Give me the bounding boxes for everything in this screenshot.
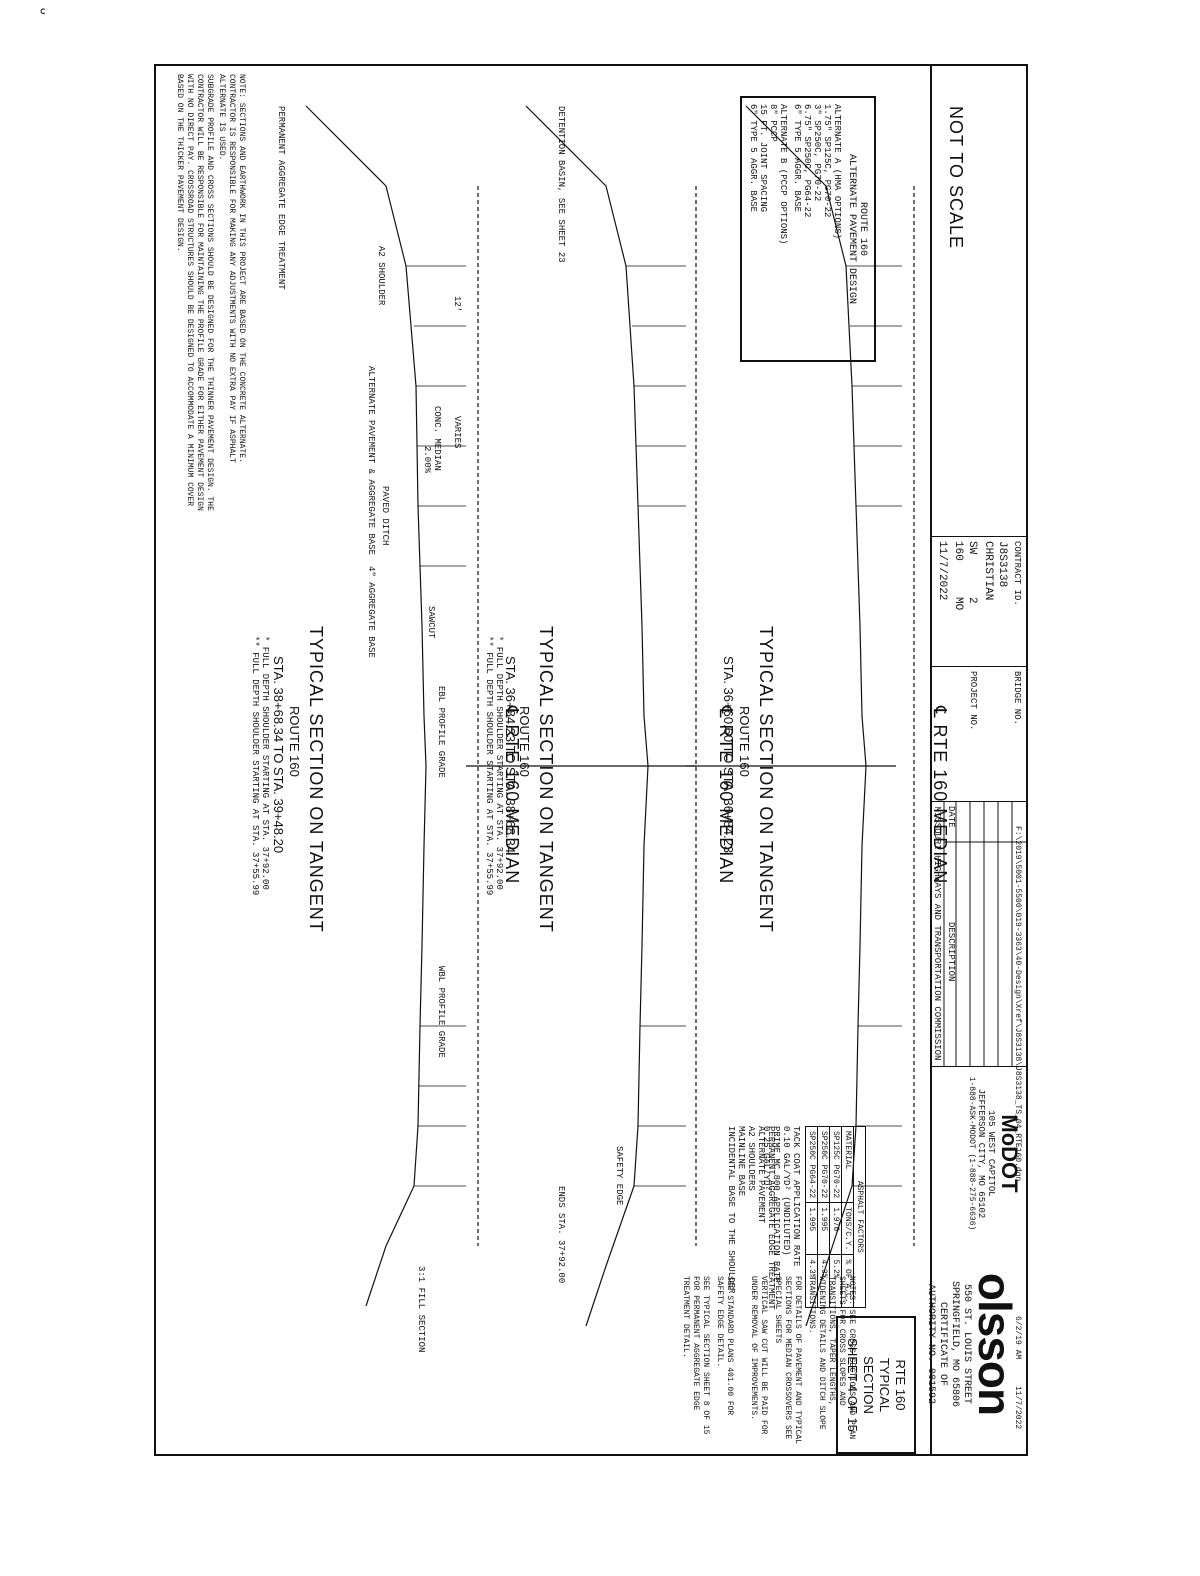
- s1-sta: STA. 38+68.34 TO STA. 39+48.20: [271, 656, 286, 854]
- right-note-4: SEE STANDARD PLANS 401.00 FOR SAFETY EDG…: [715, 1276, 734, 1416]
- not-to-scale: NOT TO SCALE: [946, 106, 966, 250]
- s3-title: TYPICAL SECTION ON TANGENT: [756, 626, 776, 933]
- right-note-5: SEE TYPICAL SECTION SHEET 8 OF 15 FOR PE…: [681, 1276, 710, 1435]
- callout-perm-agg: PERMANENT AGGREGATE EDGE TREATMENT: [276, 106, 286, 290]
- af-h0: MATERIAL: [841, 1126, 854, 1203]
- s1-fn2: ** FULL DEPTH SHOULDER STARTING AT STA. …: [250, 636, 260, 896]
- s3-route: ROUTE 160: [737, 706, 752, 777]
- af-r1c0: SP250C PG70-22: [817, 1126, 830, 1203]
- sheet-title-3: SHEET 4 OF 15: [845, 1338, 860, 1432]
- revision-grid: [943, 802, 1026, 1067]
- pv-a3: 6.75" SP250C, PG64-22: [802, 104, 812, 218]
- footer-date: 11/7/2022: [1013, 1386, 1022, 1430]
- pv-b2: 15 FT. JOINT SPACING: [758, 104, 768, 213]
- af-h1: TONS/C.Y.: [841, 1202, 854, 1255]
- callout-detention: DETENTION BASIN, SEE SHEET 23: [556, 106, 566, 263]
- callout-safety-edge: SAFETY EDGE: [614, 1146, 624, 1206]
- title-strip: olsson 550 ST. LOUIS STREET SPRINGFIELD,…: [925, 66, 1026, 1454]
- pv-title2: ALTERNATE PAVEMENT DESIGN: [846, 153, 857, 305]
- s2-fn2: ** FULL DEPTH SHOULDER STARTING AT STA. …: [484, 636, 494, 896]
- pv-a1: 1.75" SP125C, PG70-22: [822, 104, 832, 218]
- af-r2c0: SP250C PG64-22: [805, 1126, 818, 1203]
- callout-paved-ditch: PAVED DITCH: [380, 486, 390, 546]
- callout-lane: 12': [452, 296, 462, 313]
- rotated-drawing: olsson 550 ST. LOUIS STREET SPRINGFIELD,…: [156, 66, 1026, 1454]
- pavement-design-box: ROUTE 160 ALTERNATE PAVEMENT DESIGN ALTE…: [740, 96, 876, 362]
- pv-title1: ROUTE 160: [857, 201, 868, 256]
- callout-conc-median: CONC. MEDIAN: [432, 406, 442, 471]
- callout-a2: A2 SHOULDER: [376, 246, 386, 306]
- footer-time: 6/2/19 AM: [1013, 1316, 1022, 1360]
- right-notes: NOTES: SEE CROSS SECTIONS AND PLAN SHEET…: [680, 1276, 856, 1446]
- scan-mark: ⅽ: [40, 6, 46, 17]
- revision-block: MISSOURI HIGHWAYS AND TRANSPORTATION COM…: [930, 801, 1026, 1067]
- callout-cross: 2.00%: [422, 446, 432, 474]
- drawing-sheet: olsson 550 ST. LOUIS STREET SPRINGFIELD,…: [154, 64, 1028, 1456]
- footer-path: F:\2019\5001-5500\019-3363\40-Design\Xre…: [1013, 826, 1022, 1182]
- callout-fill: 3:1 FILL SECTION: [416, 1266, 426, 1353]
- right-note-3: VERTICAL SAW CUT WILL BE PAID FOR UNDER …: [749, 1276, 768, 1435]
- callout-agg4: 4" AGGREGATE BASE: [366, 566, 376, 658]
- pv-b3: 6" TYPE 5 AGGR. BASE: [748, 104, 758, 213]
- callout-alt-pav: ALTERNATE PAVEMENT & AGGREGATE BASE: [366, 366, 376, 556]
- pv-a2: 3" SP250C, PG70-22: [812, 104, 822, 202]
- af-r2c1: 1.995: [805, 1202, 818, 1255]
- callout-sawcut: SAWCUT: [426, 606, 436, 639]
- s2-fn1: * FULL DEPTH SHOULDER STARTING AT STA. 3…: [494, 636, 504, 890]
- s3-sta: STA. 36+60.60 TO STA. 36+84.23: [721, 656, 736, 854]
- s2-route: ROUTE 160: [517, 706, 532, 777]
- af-r1c1: 1.995: [817, 1202, 830, 1255]
- pv-alt-a: ALTERNATE A (HMA OPTIONS): [832, 104, 842, 240]
- af-r0c0: SP125C PG70-22: [829, 1126, 842, 1203]
- sheet-title-1: RTE 160: [893, 1359, 908, 1411]
- pv-b1: 8" PCCP: [768, 104, 778, 142]
- callout-wbl-grade: WBL PROFILE GRADE: [436, 966, 446, 1058]
- pv-a4: 6" TYPE 5 AGGR. BASE: [792, 104, 802, 213]
- right-note-2: FOR DETAILS OF PAVEMENT AND TYPICAL SECT…: [773, 1276, 802, 1445]
- s3-median: ℄ RTE 160 MEDIAN: [930, 706, 950, 885]
- pv-alt-b: ALTERNATE B (PCCP OPTIONS): [778, 104, 788, 245]
- sheet-title-2: TYPICAL SECTION: [861, 1356, 892, 1414]
- sheet-title-box: RTE 160 TYPICAL SECTION SHEET 4 OF 15: [836, 1316, 916, 1454]
- s2-title: TYPICAL SECTION ON TANGENT: [536, 626, 556, 933]
- s1-title: TYPICAL SECTION ON TANGENT: [306, 626, 326, 933]
- callout-ends: ENDS STA. 37+92.00: [556, 1186, 566, 1284]
- af-r0c1: 1.970: [829, 1202, 842, 1255]
- s1-route: ROUTE 160: [287, 706, 302, 777]
- callout-prof-grade: EBL PROFILE GRADE: [436, 686, 446, 778]
- s1-fn1: * FULL DEPTH SHOULDER STARTING AT STA. 3…: [260, 636, 270, 890]
- s2-sta: STA. 36+84.23 TO STA. 38+68.34: [503, 656, 518, 854]
- callout-varies: VARIES: [452, 416, 462, 449]
- section-linework: [305, 105, 915, 1327]
